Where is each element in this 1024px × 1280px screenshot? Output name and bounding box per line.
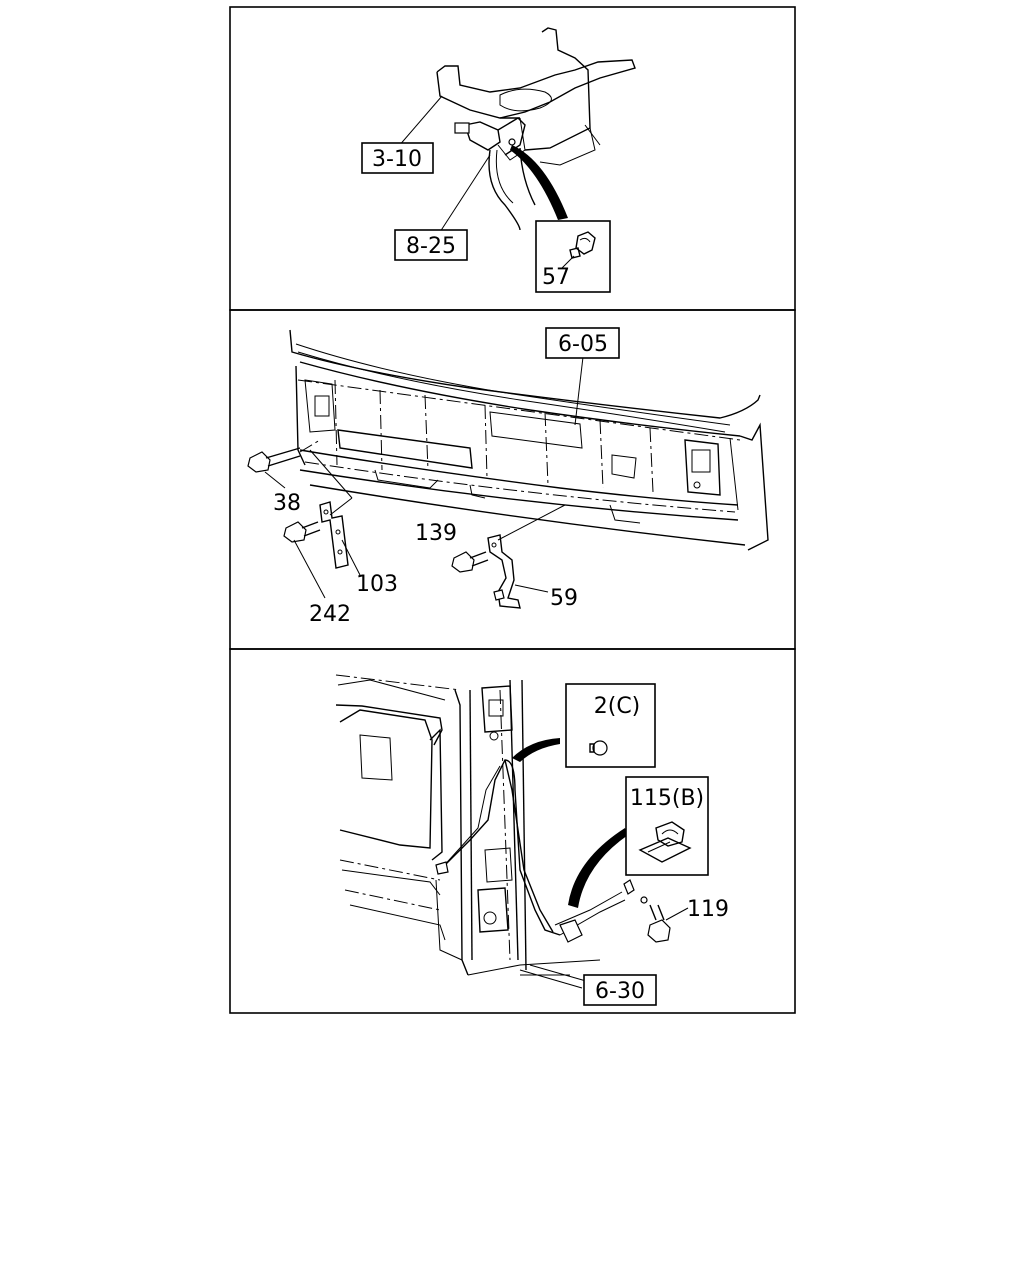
bracket-59-icon xyxy=(487,534,521,609)
middle-panel-drawing xyxy=(247,329,769,609)
bolt-38-icon xyxy=(247,439,321,473)
ref-label-8-25: 8-25 xyxy=(406,234,456,259)
inset-box-115b xyxy=(625,776,709,876)
bolt-119-icon xyxy=(647,904,671,943)
ref-label-6-05: 6-05 xyxy=(558,332,608,357)
part-label-115b: 115(B) xyxy=(630,786,704,811)
bolt-242-icon xyxy=(283,521,321,543)
part-label-119: 119 xyxy=(687,897,729,922)
panel-middle-frame xyxy=(229,309,796,650)
ref-box-3-10 xyxy=(361,142,434,174)
ref-box-6-30 xyxy=(583,974,657,1006)
bracket-103-icon xyxy=(319,501,349,569)
clip-holder-icon xyxy=(638,821,692,863)
ref-label-6-30: 6-30 xyxy=(595,979,645,1004)
part-label-59: 59 xyxy=(550,586,578,611)
ref-label-3-10: 3-10 xyxy=(372,147,422,172)
part-label-139: 139 xyxy=(415,521,457,546)
inset-box-2c xyxy=(565,683,656,768)
panel-bottom-frame xyxy=(229,648,796,1014)
ref-box-8-25 xyxy=(394,229,468,261)
ref-box-6-05 xyxy=(545,327,620,359)
part-label-2c: 2(C) xyxy=(594,694,641,719)
plug-icon xyxy=(589,740,608,756)
part-label-38: 38 xyxy=(273,491,301,516)
clip-icon xyxy=(561,231,596,269)
bolt-139-icon xyxy=(451,551,489,573)
part-label-103: 103 xyxy=(356,572,398,597)
part-label-242: 242 xyxy=(309,602,351,627)
top-panel-drawing xyxy=(397,27,636,233)
part-label-57: 57 xyxy=(542,265,570,290)
bottom-panel-drawing xyxy=(335,674,689,989)
